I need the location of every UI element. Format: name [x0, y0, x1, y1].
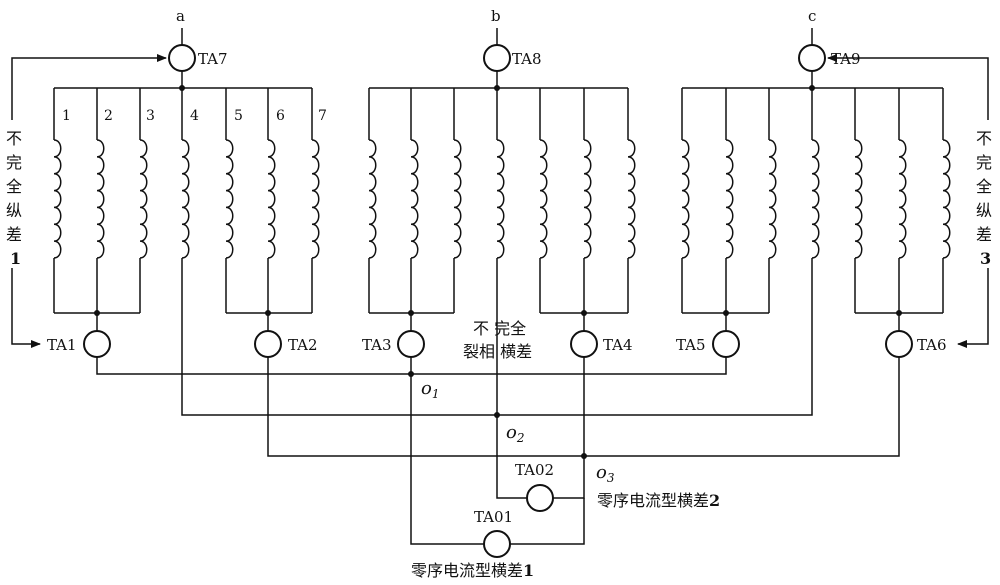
ct-ta8 [483, 44, 511, 72]
ct-ta1 [83, 330, 111, 358]
winding-g1-b2 [96, 139, 105, 259]
junction-phase-top-3 [809, 85, 815, 91]
right-label-char-2: 完 [976, 153, 992, 172]
arrow-left-bottom [11, 268, 41, 348]
branch-number-6: 6 [276, 108, 285, 124]
ct-ta3 [397, 330, 425, 358]
winding-g3-b1 [681, 139, 690, 259]
ct-label-ta2: TA2 [288, 336, 318, 354]
zero-seq-2-label: 零序电流型横差2 [597, 491, 720, 510]
junction-layer [94, 85, 902, 459]
ct-ta4 [570, 330, 598, 358]
winding-g2-b5 [539, 139, 548, 259]
right-label-char-3: 全 [976, 177, 992, 196]
ct-ta6 [885, 330, 913, 358]
arrow-right-top [827, 54, 989, 120]
branch-number-2: 2 [104, 108, 113, 124]
ct-label-ta01: TA01 [474, 508, 513, 526]
neutral-o1-label: o1 [421, 378, 439, 401]
ct-label-ta3: TA3 [362, 336, 392, 354]
winding-g1-b6 [267, 139, 276, 259]
winding-g3-b6 [898, 139, 907, 259]
junction-tap-right-1 [265, 310, 271, 316]
center-label-line2: 裂相 横差 [463, 342, 532, 361]
winding-layer [53, 139, 951, 259]
left-label-char-1: 不 [6, 129, 22, 148]
winding-g2-b7 [627, 139, 636, 259]
current-transformer-layer [83, 44, 913, 558]
center-label-line1: 不 完全 [473, 319, 526, 338]
left-label-char-2: 完 [6, 153, 22, 172]
ct-ta02 [526, 484, 554, 512]
arrow-layer [11, 54, 989, 348]
zero-seq-1-label: 零序电流型横差1 [411, 561, 534, 580]
junction-tap-left-2 [408, 310, 414, 316]
winding-g3-b7 [942, 139, 951, 259]
junction-tap-right-3 [896, 310, 902, 316]
winding-g1-b7 [311, 139, 320, 259]
branch-number-3: 3 [146, 108, 155, 124]
winding-g3-b2 [725, 139, 734, 259]
left-label-char-3: 全 [6, 177, 22, 196]
ct-label-ta6: TA6 [917, 336, 947, 354]
winding-g2-b3 [453, 139, 462, 259]
right-label-char-4: 纵 [976, 201, 992, 220]
phase-b-label: b [491, 7, 501, 25]
junction-phase-top-1 [179, 85, 185, 91]
right-label-char-5: 差 [976, 225, 992, 244]
arrow-right-bottom [957, 268, 989, 348]
arrow-left-top [11, 54, 167, 120]
winding-g3-b3 [768, 139, 777, 259]
phase-c-label: c [808, 7, 816, 25]
left-label-char-4: 纵 [6, 201, 22, 220]
phase-a-label: a [176, 7, 185, 25]
junction-tap-left-1 [94, 310, 100, 316]
wire-layer [53, 28, 944, 545]
winding-g1-b5 [225, 139, 234, 259]
right-label-number: 3 [980, 249, 991, 268]
ct-ta01 [483, 530, 511, 558]
junction-o1 [408, 371, 414, 377]
neutral-o2-label: o2 [506, 422, 524, 445]
ct-ta2 [254, 330, 282, 358]
branch-number-1: 1 [62, 108, 71, 124]
junction-tap-left-3 [723, 310, 729, 316]
right-label-char-1: 不 [976, 129, 992, 148]
winding-g2-b4 [496, 139, 505, 259]
branch-number-5: 5 [234, 108, 243, 124]
junction-phase-top-2 [494, 85, 500, 91]
junction-tap-right-2 [581, 310, 587, 316]
ct-label-ta9: TA9 [831, 50, 861, 68]
ct-ta5 [712, 330, 740, 358]
ct-label-ta1: TA1 [47, 336, 77, 354]
left-label-number: 1 [10, 249, 21, 268]
ct-label-ta8: TA8 [512, 50, 542, 68]
ct-ta9 [798, 44, 826, 72]
winding-g1-b3 [139, 139, 148, 259]
winding-g1-b1 [53, 139, 62, 259]
ct-label-ta7: TA7 [198, 50, 228, 68]
ct-label-ta02: TA02 [515, 461, 554, 479]
neutral-o3-label: o3 [596, 462, 615, 485]
ct-ta7 [168, 44, 196, 72]
winding-g3-b5 [854, 139, 863, 259]
winding-g3-b4 [811, 139, 820, 259]
winding-g1-b4 [181, 139, 190, 259]
ct-label-ta5: TA5 [676, 336, 706, 354]
junction-o2 [494, 412, 500, 418]
winding-g2-b1 [368, 139, 377, 259]
left-label-char-5: 差 [6, 225, 22, 244]
branch-number-4: 4 [190, 108, 199, 124]
winding-g2-b6 [583, 139, 592, 259]
winding-g2-b2 [410, 139, 419, 259]
junction-o3 [581, 453, 587, 459]
ct-label-ta4: TA4 [603, 336, 633, 354]
branch-number-7: 7 [318, 108, 327, 124]
